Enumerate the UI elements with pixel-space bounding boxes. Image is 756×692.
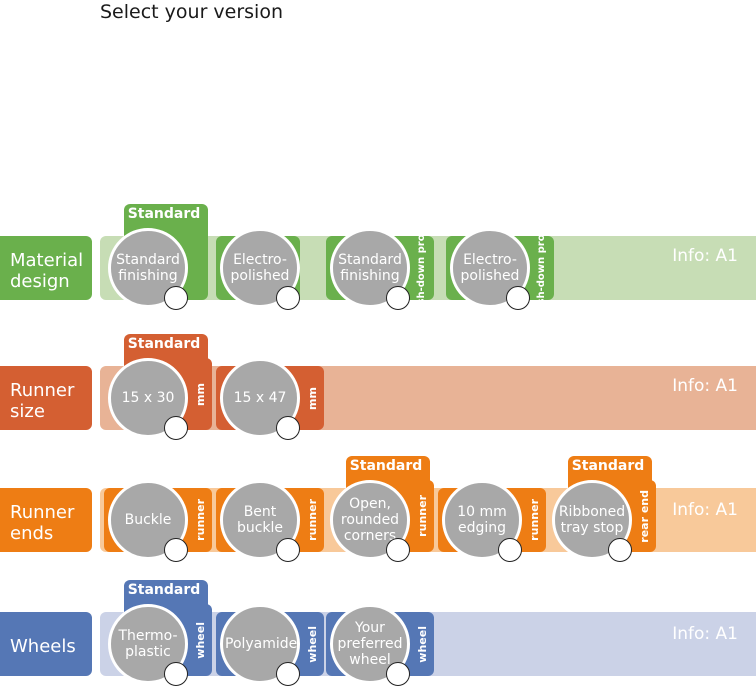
row-label: Wheels bbox=[0, 612, 92, 676]
option-label: Ribboned tray stop bbox=[558, 504, 626, 536]
side-label: runner bbox=[193, 499, 207, 541]
row-runner-size: Runner size Info: A1 Standard mm 15 x 30… bbox=[0, 334, 756, 446]
option-label: Standard finishing bbox=[116, 252, 180, 284]
select-checkbox[interactable] bbox=[164, 538, 188, 562]
option-label: Bent buckle bbox=[236, 504, 284, 536]
side-label: wheel bbox=[415, 625, 429, 663]
side-label: wheel bbox=[305, 625, 319, 663]
option-polyamide[interactable]: wheel Polyamide bbox=[216, 580, 324, 692]
option-label: Polyamide bbox=[225, 636, 298, 652]
option-label: Standard finishing bbox=[338, 252, 402, 284]
standard-badge: Standard bbox=[349, 458, 423, 474]
option-thermoplastic[interactable]: Standard wheel Thermo-plastic bbox=[104, 580, 212, 692]
option-electro-polished[interactable]: Electro-polished bbox=[216, 204, 324, 316]
side-label: runner bbox=[305, 499, 319, 541]
standard-badge: Standard bbox=[127, 206, 201, 222]
row-label: Runner size bbox=[0, 366, 92, 430]
row-label: Material design bbox=[0, 236, 92, 300]
info-link[interactable]: Info: A1 bbox=[672, 246, 738, 266]
option-your-preferred-wheel[interactable]: wheel Your preferred wheel bbox=[326, 580, 434, 692]
option-standard-finishing[interactable]: Standard Standard finishing bbox=[104, 204, 212, 316]
option-bent-buckle[interactable]: runner Bent buckle bbox=[216, 456, 324, 568]
select-checkbox[interactable] bbox=[276, 286, 300, 310]
side-label: mm bbox=[305, 386, 319, 410]
option-label: Thermo-plastic bbox=[118, 628, 178, 660]
option-label: 15 x 47 bbox=[233, 390, 287, 406]
select-checkbox[interactable] bbox=[164, 286, 188, 310]
info-link[interactable]: Info: A1 bbox=[672, 500, 738, 520]
option-15x30[interactable]: Standard mm 15 x 30 bbox=[104, 334, 212, 446]
standard-badge: Standard bbox=[127, 336, 201, 352]
select-checkbox[interactable] bbox=[276, 416, 300, 440]
option-label: Electro-polished bbox=[230, 252, 290, 284]
option-standard-finishing-wash-down[interactable]: Wash-down proven Standard finishing bbox=[326, 204, 434, 322]
side-label: mm bbox=[188, 358, 212, 430]
row-material-design: Material design Info: A1 Standard Standa… bbox=[0, 204, 756, 322]
page-title: Select your version bbox=[100, 1, 284, 23]
info-link[interactable]: Info: A1 bbox=[672, 624, 738, 644]
row-wheels: Wheels Info: A1 Standard wheel Thermo-pl… bbox=[0, 580, 756, 692]
select-checkbox[interactable] bbox=[386, 286, 410, 310]
option-label: Buckle bbox=[124, 512, 172, 528]
standard-badge: Standard bbox=[571, 458, 645, 474]
option-15x47[interactable]: mm 15 x 47 bbox=[216, 334, 324, 446]
select-checkbox[interactable] bbox=[164, 662, 188, 686]
option-label: 15 x 30 bbox=[121, 390, 175, 406]
option-electro-polished-wash-down[interactable]: Wash-down proven Electro-polished bbox=[446, 204, 554, 322]
select-checkbox[interactable] bbox=[386, 662, 410, 686]
select-checkbox[interactable] bbox=[276, 538, 300, 562]
option-circle[interactable]: Bent buckle bbox=[220, 480, 300, 560]
side-label: rear end bbox=[632, 480, 656, 552]
standard-badge: Standard bbox=[127, 582, 201, 598]
side-label: runner bbox=[527, 499, 541, 541]
option-label: Electro-polished bbox=[460, 252, 520, 284]
option-label: Open, rounded corners bbox=[340, 496, 400, 544]
info-link[interactable]: Info: A1 bbox=[672, 376, 738, 396]
select-checkbox[interactable] bbox=[164, 416, 188, 440]
select-checkbox[interactable] bbox=[386, 538, 410, 562]
option-buckle[interactable]: runner Buckle bbox=[104, 456, 212, 568]
option-circle[interactable]: Buckle bbox=[108, 480, 188, 560]
side-label: Wash-down proven bbox=[416, 214, 427, 322]
row-runner-ends: Runner ends Info: A1 runner Buckle runne… bbox=[0, 456, 756, 568]
side-label: wheel bbox=[188, 604, 212, 676]
select-checkbox[interactable] bbox=[498, 538, 522, 562]
option-label: 10 mm edging bbox=[457, 504, 507, 536]
side-label: Wash-down proven bbox=[536, 214, 547, 322]
option-10mm-edging[interactable]: runner 10 mm edging bbox=[438, 456, 546, 568]
option-label: Your preferred wheel bbox=[337, 620, 403, 668]
select-checkbox[interactable] bbox=[276, 662, 300, 686]
option-ribboned-tray-stop[interactable]: Standard rear end Ribboned tray stop bbox=[548, 456, 656, 568]
select-checkbox[interactable] bbox=[608, 538, 632, 562]
side-label: runner bbox=[410, 480, 434, 552]
row-label: Runner ends bbox=[0, 488, 92, 552]
option-open-rounded-corners[interactable]: Standard runner Open, rounded corners bbox=[326, 456, 434, 568]
select-checkbox[interactable] bbox=[506, 286, 530, 310]
